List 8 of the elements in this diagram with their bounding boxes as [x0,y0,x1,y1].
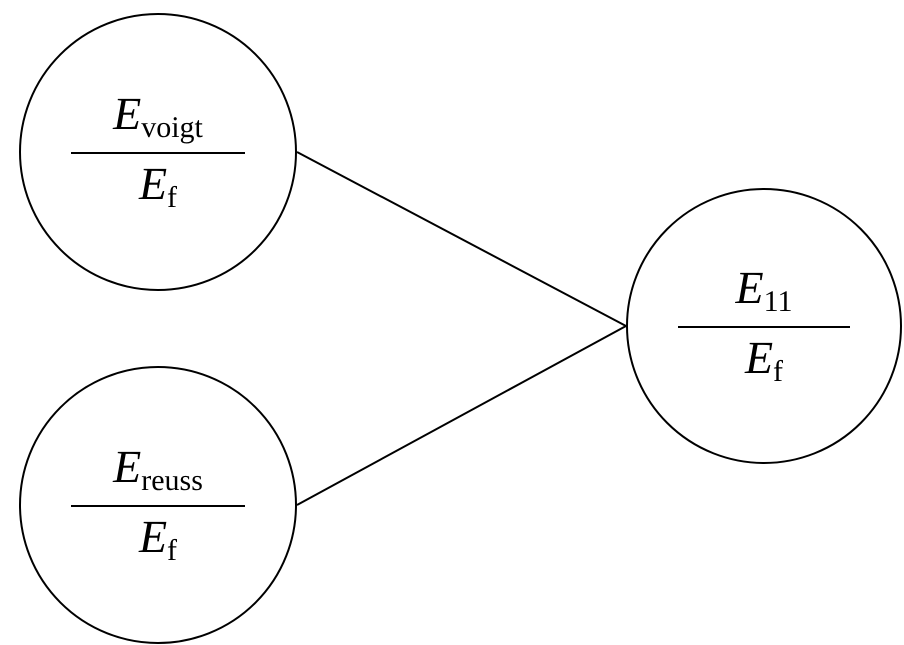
denominator: E$_{f}$ [744,332,784,390]
numerator: E$_{voigt}$ [113,88,203,146]
connector-line [296,151,626,327]
numerator: E$_{11}$ [736,262,792,320]
denominator: E$_{f}$ [138,511,178,569]
denominator: E$_{f}$ [138,158,178,216]
connector-line [296,325,626,506]
numerator: E$_{reuss}$ [113,441,203,499]
